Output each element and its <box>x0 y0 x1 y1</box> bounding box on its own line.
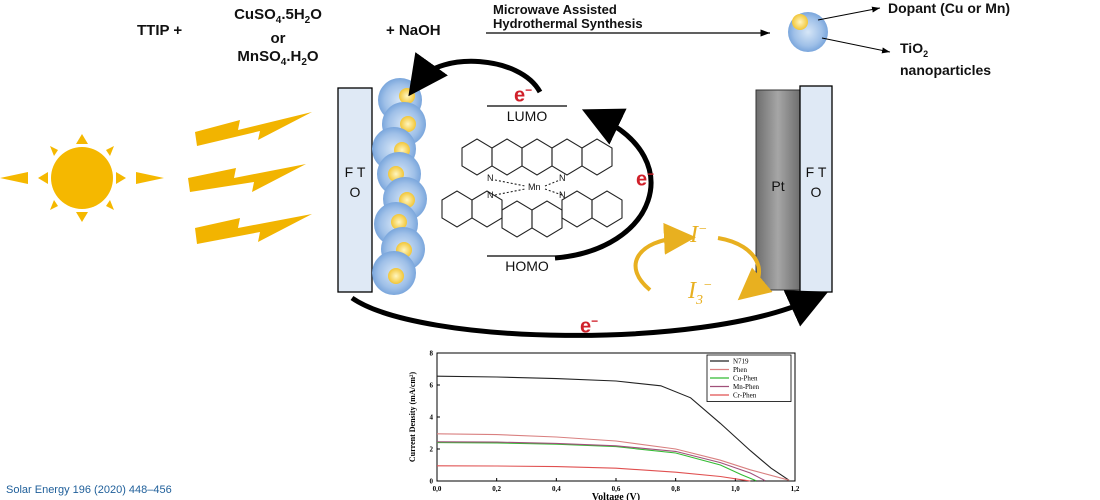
homo-label: HOMO <box>505 258 549 274</box>
complex-n-3: N <box>487 190 494 200</box>
y-axis-label: Current Density (mA/cm²) <box>408 372 417 463</box>
left-fto-electrode <box>337 87 373 293</box>
legend-label: Cr-Phen <box>733 392 757 400</box>
y-tick-label: 6 <box>430 382 434 390</box>
y-tick-label: 8 <box>430 350 434 358</box>
x-tick-label: 1,0 <box>731 485 740 493</box>
x-tick-label: 0,6 <box>612 485 621 493</box>
mn-phen-complex-structure <box>441 138 623 238</box>
citation-text: Solar Energy 196 (2020) 448–456 <box>6 484 172 496</box>
iodide-label: I− <box>690 222 708 248</box>
series-line-cr-phen <box>436 465 751 482</box>
tio2-nanoparticles: nanoparticles <box>900 61 992 78</box>
left-fto-label: F T O <box>344 164 370 200</box>
x-tick-label: 0,8 <box>671 485 680 493</box>
x-tick-label: 0,0 <box>433 485 442 493</box>
reagent-mnso4: MnSO4.H2O <box>237 48 319 68</box>
y-tick-label: 2 <box>430 446 434 454</box>
redox-arrow-upper <box>633 222 696 292</box>
legend-label: Mn-Phen <box>733 383 760 391</box>
reagent-cuso4: CuSO4.5H2O <box>234 6 322 26</box>
light-bolt-icon <box>188 112 312 244</box>
electron-label-middle: e− <box>636 167 655 191</box>
redox-arrow-lower <box>717 236 773 301</box>
external-circuit-arrow <box>350 290 829 338</box>
y-tick-label: 4 <box>430 414 434 422</box>
doped-particle-icon <box>788 6 891 54</box>
tio2-nanoparticle-layer <box>372 78 427 295</box>
lumo-label: LUMO <box>506 108 548 124</box>
x-axis-label: Voltage (V) <box>592 492 640 500</box>
complex-n-4: N <box>559 190 566 200</box>
method-label: Microwave Assisted Hydrothermal Synthesi… <box>493 3 643 31</box>
series-line-mn-phen <box>436 441 766 482</box>
reagent-metal-sulfate: CuSO4.5H2O or MnSO4.H2O <box>228 6 328 72</box>
x-tick-label: 0,4 <box>552 485 561 493</box>
series-line-cu-phen <box>436 442 757 482</box>
sun-icon <box>0 134 164 222</box>
tio2-label: TiO2 nanoparticles <box>900 40 991 78</box>
reagent-ttip: TTIP + <box>137 22 183 39</box>
method-line-1: Microwave Assisted <box>493 2 617 17</box>
triiodide-label: I3− <box>688 278 713 308</box>
pt-label: Pt <box>771 178 785 194</box>
legend-label: Cu-Phen <box>733 375 758 383</box>
reagent-or: or <box>270 30 286 47</box>
electron-label-lumo: e− <box>514 83 533 107</box>
injection-arrow <box>408 52 543 97</box>
right-fto-electrode <box>799 85 833 293</box>
series-line-phen <box>436 433 790 481</box>
tio2-formula: TiO2 <box>900 40 929 59</box>
electron-label-bottom: e− <box>580 314 599 338</box>
pt-counter-electrode <box>755 89 801 291</box>
x-tick-label: 1,2 <box>791 485 800 493</box>
regeneration-arrow <box>554 108 654 261</box>
legend-label: N719 <box>733 358 749 366</box>
complex-n-2: N <box>559 173 566 183</box>
complex-n-1: N <box>487 173 494 183</box>
complex-metal: Mn <box>528 182 541 192</box>
y-tick-label: 0 <box>430 478 434 486</box>
dopant-label: Dopant (Cu or Mn) <box>888 0 1011 16</box>
method-line-2: Hydrothermal Synthesis <box>493 16 643 31</box>
right-fto-label: F T O <box>805 164 831 200</box>
series-line-n719 <box>436 375 790 481</box>
reagent-naoh: + NaOH <box>386 22 441 39</box>
legend-label: Phen <box>733 366 748 374</box>
x-tick-label: 0,2 <box>492 485 501 493</box>
